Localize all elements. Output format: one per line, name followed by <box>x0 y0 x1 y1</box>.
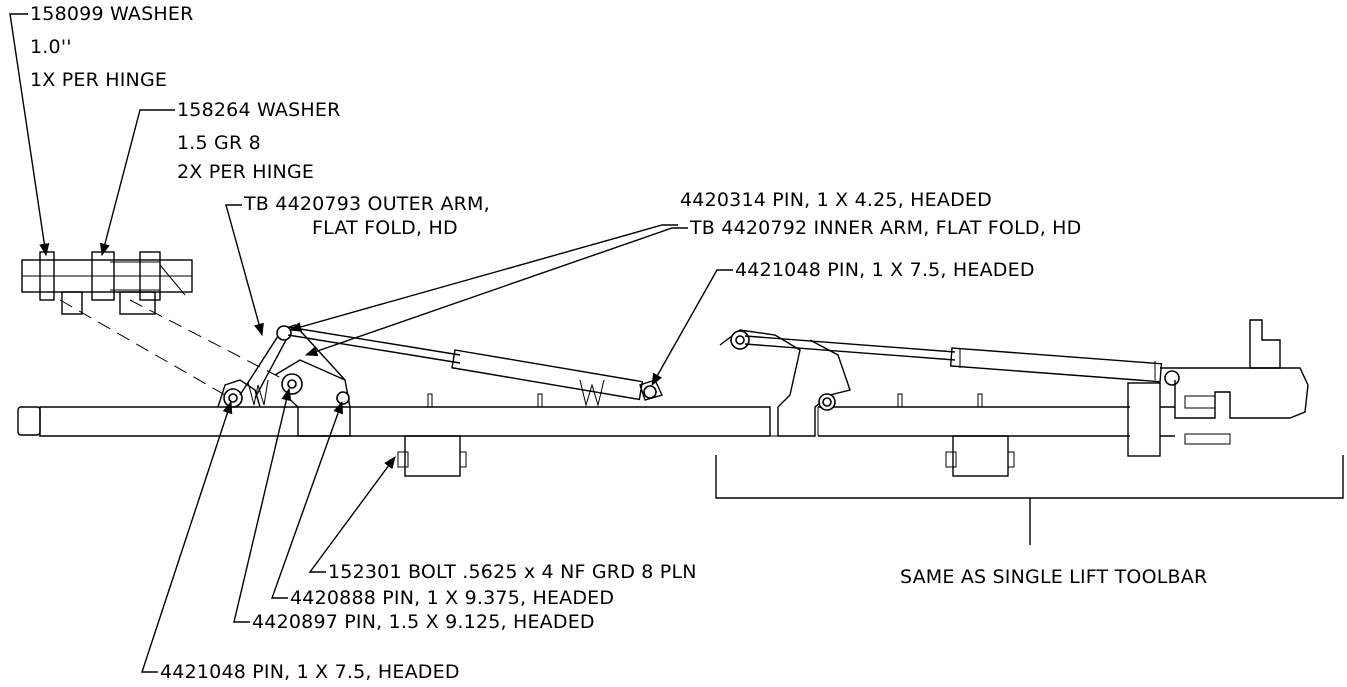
callout-pin-4421048-bottom: 4421048 PIN, 1 X 7.5, HEADED <box>160 661 460 683</box>
callout-outer-arm-line1: TB 4420793 OUTER ARM, <box>244 193 490 215</box>
callout-inner-arm: TB 4420792 INNER ARM, FLAT FOLD, HD <box>690 217 1082 239</box>
right-end-frame <box>1127 319 1309 457</box>
callout-same-as-single-lift: SAME AS SINGLE LIFT TOOLBAR <box>900 566 1208 588</box>
same-as-bracket <box>715 455 1344 545</box>
callout-pin-4421048-top: 4421048 PIN, 1 X 7.5, HEADED <box>735 259 1035 281</box>
callout-outer-arm-line2: FLAT FOLD, HD <box>312 217 458 239</box>
right-hydraulic-cylinder <box>744 335 1180 386</box>
callout-pin-4420314: 4420314 PIN, 1 X 4.25, HEADED <box>680 189 992 211</box>
callout-washer-158099-line1: 158099 WASHER <box>30 3 194 25</box>
main-toolbar-beam <box>17 406 1175 437</box>
center-hinge-block <box>719 329 851 437</box>
callout-washer-158264-line1: 158264 WASHER <box>177 99 341 121</box>
leader-lines <box>9 13 733 673</box>
mount-brackets <box>397 393 1015 477</box>
callout-pin-4420888: 4420888 PIN, 1 X 9.375, HEADED <box>290 587 615 609</box>
callout-bolt-152301: 152301 BOLT .5625 x 4 NF GRD 8 PLN <box>328 561 697 583</box>
callout-washer-158264-line3: 2X PER HINGE <box>177 161 315 183</box>
callout-pin-4420897: 4420897 PIN, 1.5 X 9.125, HEADED <box>252 611 595 633</box>
callout-washer-158264-line2: 1.5 GR 8 <box>177 132 261 154</box>
hinge-detail-view <box>21 251 286 396</box>
left-hinge-assembly <box>217 324 663 437</box>
callout-washer-158099-line3: 1X PER HINGE <box>30 69 168 91</box>
callout-washer-158099-line2: 1.0'' <box>30 36 72 58</box>
